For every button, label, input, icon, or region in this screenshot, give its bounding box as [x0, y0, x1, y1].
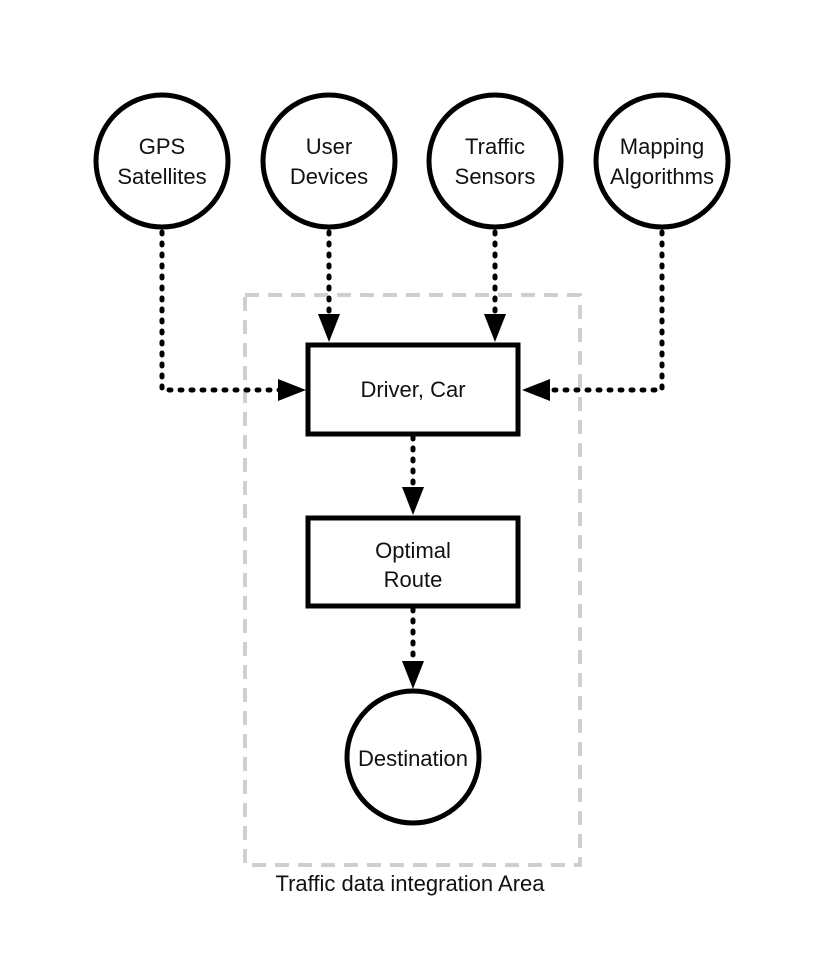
arrowhead-destination — [402, 661, 424, 689]
arrowhead-route — [402, 487, 424, 515]
arrowhead-mapping — [522, 379, 550, 401]
connector-gps-to-driver — [159, 229, 283, 393]
svg-text:Satellites: Satellites — [117, 164, 206, 189]
integration-area-boundary — [243, 293, 582, 867]
svg-text:Algorithms: Algorithms — [610, 164, 714, 189]
svg-text:Driver, Car: Driver, Car — [360, 377, 465, 402]
svg-text:Destination: Destination — [358, 746, 468, 771]
svg-text:Mapping: Mapping — [620, 134, 704, 159]
arrowhead-gps — [278, 379, 306, 401]
source-gps-satellites: GPS Satellites — [93, 92, 231, 230]
svg-text:Traffic: Traffic — [465, 134, 525, 159]
destination-node: Destination — [344, 688, 482, 826]
svg-text:Sensors: Sensors — [455, 164, 536, 189]
driver-car-box: Driver, Car — [305, 342, 521, 437]
svg-text:User: User — [306, 134, 352, 159]
arrowhead-traffic-sensors — [484, 314, 506, 342]
source-mapping-algorithms: Mapping Algorithms — [593, 92, 731, 230]
source-traffic-sensors: Traffic Sensors — [426, 92, 564, 230]
integration-area-label: Traffic data integration Area — [275, 871, 545, 896]
svg-text:GPS: GPS — [139, 134, 185, 159]
connector-mapping-to-driver — [545, 229, 665, 393]
optimal-route-box: Optimal Route — [305, 515, 521, 609]
svg-text:Devices: Devices — [290, 164, 368, 189]
svg-text:Route: Route — [384, 567, 443, 592]
arrowhead-user-devices — [318, 314, 340, 342]
source-user-devices: User Devices — [260, 92, 398, 230]
svg-text:Optimal: Optimal — [375, 538, 451, 563]
